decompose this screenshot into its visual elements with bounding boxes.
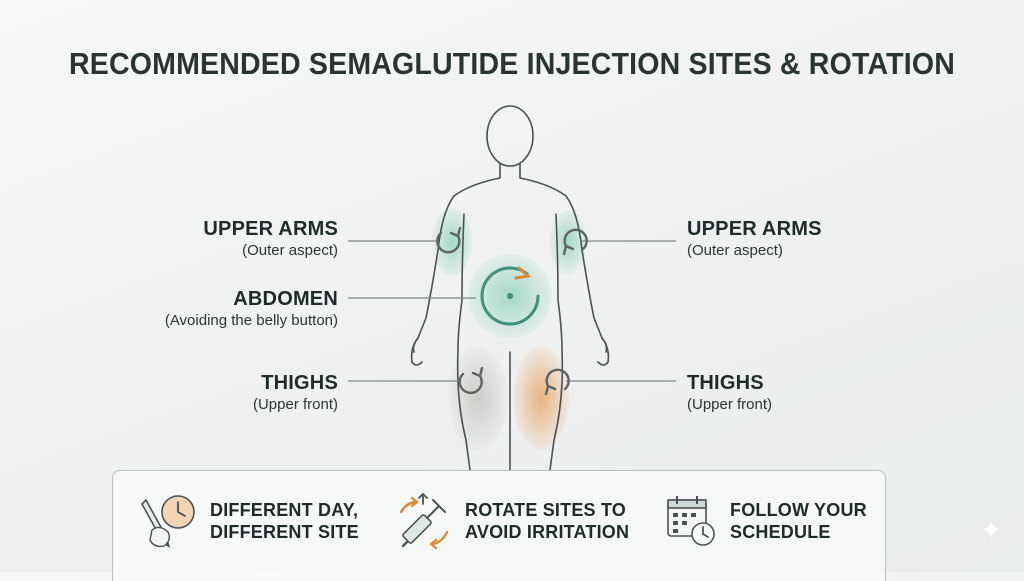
rotation-arrow-icon <box>436 226 462 254</box>
page-title: RECOMMENDED SEMAGLUTIDE INJECTION SITES … <box>69 46 955 81</box>
right-thigh-zone <box>513 346 569 450</box>
rotation-arrow-icon <box>562 228 588 256</box>
calendar-clock-icon <box>667 496 715 546</box>
site-detail: (Upper front) <box>687 396 773 413</box>
sparkle-icon: ✦ <box>980 515 1002 545</box>
site-detail: (Outer aspect) <box>687 242 783 259</box>
body-outline <box>410 105 610 471</box>
site-heading: UPPER ARMS <box>203 218 338 240</box>
tip-follow-schedule: FOLLOW YOUR SCHEDULE <box>664 490 867 552</box>
abdomen-rotation-arrow-icon <box>480 266 540 326</box>
tip-line: SCHEDULE <box>730 522 831 542</box>
site-detail: (Outer aspect) <box>242 242 338 259</box>
pen-clock-icon <box>141 495 195 548</box>
tip-line: FOLLOW YOUR <box>730 499 867 520</box>
tip-line: ROTATE SITES TO <box>465 499 627 520</box>
label-upper-arms-right: UPPER ARMS (Outer aspect) <box>687 218 822 260</box>
tip-line: DIFFERENT SITE <box>210 522 359 542</box>
site-heading: UPPER ARMS <box>687 218 822 240</box>
site-detail: (Upper front) <box>252 396 338 413</box>
site-heading: THIGHS <box>261 372 338 394</box>
right-arm-zone <box>550 210 586 274</box>
site-heading: THIGHS <box>687 372 764 394</box>
tips-panel <box>112 470 886 581</box>
label-thighs-right: THIGHS (Upper front) <box>687 372 772 414</box>
label-thighs-left: THIGHS (Upper front) <box>200 372 338 414</box>
site-detail: (Avoiding the belly button) <box>164 312 338 329</box>
label-abdomen: ABDOMEN (Avoiding the belly button) <box>120 288 338 330</box>
leader-lines <box>348 240 676 382</box>
label-upper-arms-left: UPPER ARMS (Outer aspect) <box>180 218 338 260</box>
rotation-arrow-icon <box>544 368 570 396</box>
tip-line: DIFFERENT DAY, <box>210 499 359 520</box>
tip-line: AVOID IRRITATION <box>465 522 630 542</box>
rotation-arrow-icon <box>458 366 484 394</box>
site-heading: ABDOMEN <box>233 288 338 310</box>
tip-rotate-sites: ROTATE SITES TO AVOID IRRITATION <box>393 490 629 552</box>
syringe-rotate-icon <box>399 492 449 550</box>
tip-different-site: DIFFERENT DAY, DIFFERENT SITE <box>138 490 359 552</box>
